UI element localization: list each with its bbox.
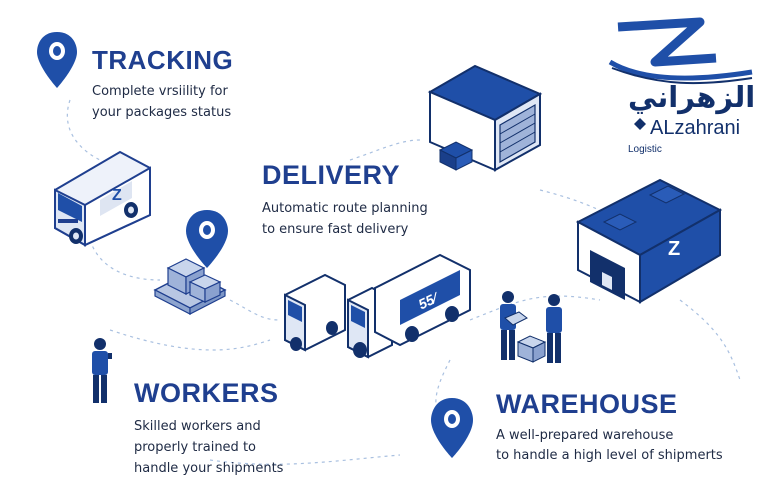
worker-icon <box>500 291 528 360</box>
warehouse-title: WAREHOUSE <box>496 389 678 419</box>
location-pin-icon <box>37 32 77 88</box>
location-pin-icon <box>431 398 473 458</box>
truck-icon: 55⁄ <box>347 253 471 359</box>
van-logo-text: Z <box>112 187 122 204</box>
brand-logo-icon <box>608 17 753 130</box>
workers-description-line2: properly trained to <box>134 440 256 455</box>
warehouse-logo-text: Z <box>668 238 680 260</box>
pallet-boxes-icon <box>153 258 227 315</box>
location-pin-icon <box>186 210 228 268</box>
worker-icon <box>92 338 112 403</box>
delivery-description-line2: to ensure fast delivery <box>262 222 409 237</box>
worker-icon <box>546 294 562 363</box>
warehouse-icon: Z <box>575 178 723 304</box>
warehouse-description-line2: to handle a high level of shipmerts <box>496 448 723 463</box>
tracking-title: TRACKING <box>92 45 234 75</box>
delivery-title: DELIVERY <box>262 160 401 190</box>
warehouse-icon <box>427 64 543 172</box>
brand-name-arabic: الزهراني <box>628 80 756 114</box>
workers-description-line1: Skilled workers and <box>134 419 261 434</box>
brand-tagline: Logistic <box>628 144 662 155</box>
workers-description-line3: handle your shipments <box>134 461 284 476</box>
truck-icon <box>284 273 346 352</box>
brand-name-latin: ALzahrani <box>650 117 741 139</box>
tracking-description-line1: Complete vrsiility for <box>92 84 228 99</box>
warehouse-description-line1: A well-prepared warehouse <box>496 428 674 443</box>
pallet-boxes-icon <box>516 335 547 363</box>
tracking-description-line2: your packages status <box>92 105 232 120</box>
workers-title: WORKERS <box>134 378 279 408</box>
delivery-description-line1: Automatic route planning <box>262 201 428 216</box>
van-icon: Z <box>54 150 151 247</box>
